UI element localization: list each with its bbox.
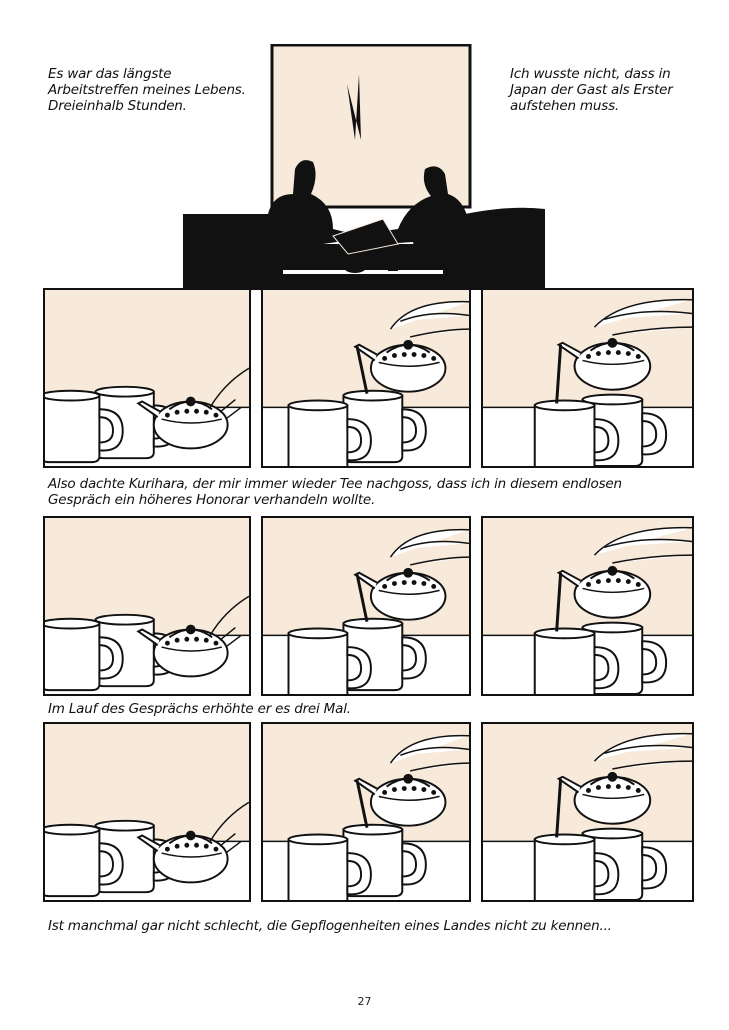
person-right-silhouette [378,166,473,290]
clock-hands [347,74,361,140]
document [332,218,399,255]
caption-row3: Ist manchmal gar nicht schlecht, die Gep… [48,918,612,934]
caption-top-left: Es war das längste Arbeitstreffen meines… [48,66,246,114]
comic-panel-r2-c1 [43,516,251,696]
comic-panel-r1-c1 [43,288,251,468]
page-number: 27 [357,995,372,1008]
caption-top-right: Ich wusste nicht, dass in Japan der Gast… [510,66,673,114]
meeting-scene-panel [183,43,546,290]
comic-panel-r3-c3 [481,722,694,902]
comic-panel-r1-c2 [261,288,471,468]
comic-panel-r3-c1 [43,722,251,902]
caption-row1: Also dachte Kurihara, der mir immer wied… [48,476,622,508]
person-left-silhouette [263,160,353,290]
comic-panel-r2-c3 [481,516,694,696]
comic-panel-r2-c2 [261,516,471,696]
comic-panel-r3-c2 [261,722,471,902]
tea-set-silhouette [343,259,398,273]
comic-panel-r1-c3 [481,288,694,468]
caption-row2: Im Lauf des Gesprächs erhöhte er es drei… [48,701,351,717]
